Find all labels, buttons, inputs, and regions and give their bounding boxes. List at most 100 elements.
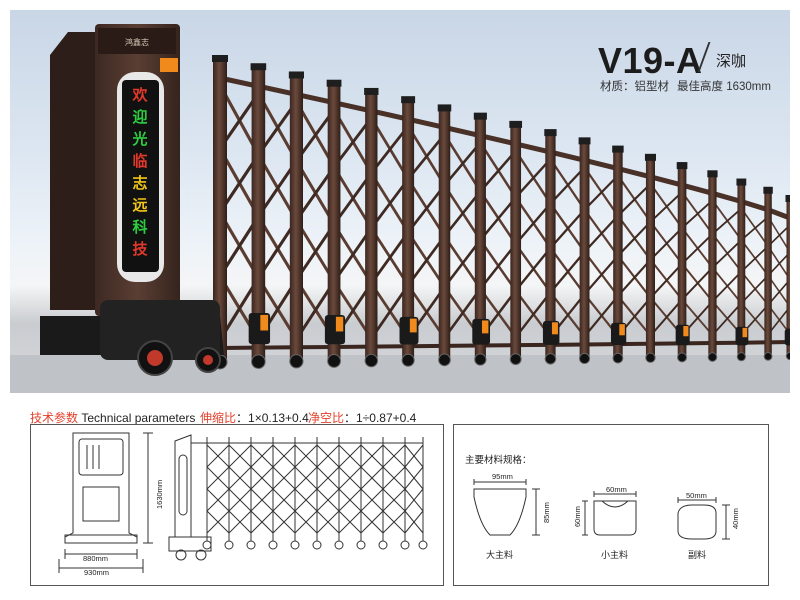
- drawing-bar: [272, 444, 296, 468]
- led-char: 技: [132, 240, 148, 258]
- post-cap: [250, 63, 267, 71]
- drawing-wheel: [246, 540, 256, 550]
- lattice-bar: [549, 208, 586, 249]
- gate-post: [677, 167, 687, 356]
- gate-post: [764, 191, 772, 355]
- post-cap: [364, 87, 379, 95]
- gate-post: [474, 117, 486, 358]
- profile-large: [473, 488, 527, 536]
- wheel: [645, 352, 656, 363]
- drawing-bar: [294, 510, 318, 534]
- drawing-bar: [272, 510, 296, 534]
- lattice-bar: [649, 263, 683, 299]
- drawing-wheel: [378, 540, 388, 550]
- post-cap: [676, 162, 688, 170]
- wheel: [578, 352, 591, 365]
- floor: [10, 355, 790, 393]
- post-cap: [707, 170, 718, 178]
- lattice-bar: [681, 199, 714, 229]
- gate-post: [510, 125, 522, 358]
- wheel-cover-accent: [551, 322, 558, 335]
- lattice-bar: [649, 191, 683, 223]
- gate-post: [579, 142, 590, 357]
- drawing-bar: [206, 488, 230, 512]
- drawing-bar: [272, 488, 296, 512]
- drawing-bar: [382, 510, 406, 534]
- post-cap: [473, 112, 487, 120]
- wheel: [474, 353, 487, 366]
- lattice-bar: [514, 202, 552, 245]
- clear-label: 净空比: [308, 411, 345, 425]
- gate-wheels: [212, 312, 790, 370]
- side-view: [168, 434, 428, 561]
- led-char: 志: [132, 174, 147, 192]
- gate-post: [289, 76, 304, 360]
- lattice-bar: [617, 259, 652, 297]
- drawing-wheel: [268, 540, 278, 550]
- gate-post: [737, 183, 746, 355]
- spec-height: 最佳高度 1630mm: [677, 81, 771, 93]
- dim-width-inner: 880mm: [83, 554, 108, 563]
- wheel: [707, 352, 718, 362]
- gate-post: [613, 150, 623, 357]
- model-title: V19-A: [598, 40, 703, 81]
- material-dim-width: 50mm: [686, 491, 707, 500]
- drawing-bar: [316, 488, 340, 512]
- gate-post: [213, 60, 227, 360]
- lattice-bar: [711, 270, 743, 302]
- drawing-bar: [338, 510, 362, 534]
- drawing-bar: [206, 510, 230, 534]
- material-dim-height: 85mm: [542, 502, 551, 523]
- gate-post: [438, 109, 451, 358]
- lattice-bar: [740, 245, 769, 273]
- profile-aux: [677, 504, 717, 540]
- lattice-bar: [443, 239, 482, 288]
- clear-ratio: 净空比：1÷0.87+0.4: [308, 409, 416, 426]
- drawing-bar: [382, 466, 406, 490]
- drawing-bar: [338, 444, 362, 468]
- material-dim-height: 40mm: [731, 508, 740, 529]
- lattice-bar: [740, 274, 769, 304]
- drawing-bar: [338, 466, 362, 490]
- drawing-wheel: [290, 540, 300, 550]
- drawing-bar: [250, 466, 274, 490]
- drawing-wheel: [400, 540, 410, 550]
- product-photo: 鸿鑫志 欢迎光临志远科技 V19-A 深咖 材质：铝型材最佳高度 1630mm: [10, 10, 790, 393]
- wheel-cover-accent: [409, 318, 417, 333]
- drawing-bar: [404, 444, 424, 468]
- wheel: [438, 353, 451, 367]
- lattice-bar: [443, 288, 482, 339]
- drawing-wheel: [356, 540, 366, 550]
- drawing-bar: [316, 466, 340, 490]
- lattice-bar: [583, 295, 619, 338]
- drawing-bar: [250, 488, 274, 512]
- drawing-wheel: [224, 540, 234, 550]
- lattice-bar: [711, 239, 742, 269]
- drawing-bar: [228, 444, 252, 468]
- materials-panel: 95mm 85mm 60mm 60mm 50mm 40mm: [453, 424, 769, 586]
- drawing-bar: [360, 444, 384, 468]
- wheel-unit: [784, 328, 790, 346]
- lattice-bar: [443, 141, 482, 187]
- lattice-bar: [583, 255, 619, 295]
- post-cap: [288, 71, 305, 79]
- lattice-bar: [479, 243, 517, 290]
- lattice-bar: [514, 291, 552, 338]
- drawing-wheel: [334, 540, 344, 550]
- gate-post: [786, 200, 790, 354]
- dim-width-outer: 930mm: [84, 568, 109, 577]
- lattice-bar: [711, 302, 743, 336]
- wheel-cover-accent: [619, 324, 625, 336]
- wheel: [736, 352, 746, 362]
- drawing-bar: [206, 466, 230, 490]
- lattice-bar: [479, 150, 517, 193]
- spec-material: 材质：铝型材: [600, 81, 669, 93]
- drawing-bar: [250, 510, 274, 534]
- gate-post: [251, 68, 266, 360]
- post-cap: [578, 137, 591, 145]
- lattice-bar: [479, 196, 517, 241]
- lattice-bar: [649, 298, 683, 337]
- wheel: [677, 352, 688, 363]
- lattice-bar: [711, 207, 742, 235]
